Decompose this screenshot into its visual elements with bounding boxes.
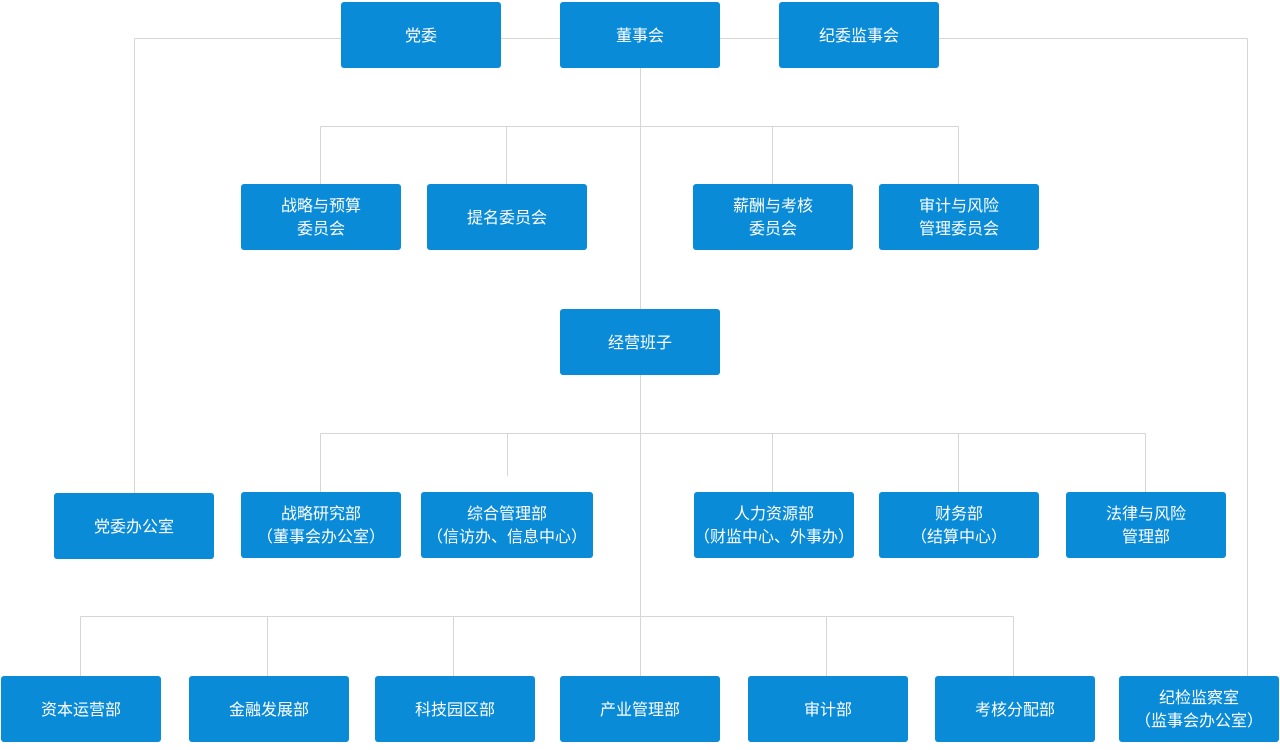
node-audit-risk-committee: 审计与风险 管理委员会 <box>879 184 1039 250</box>
node-label: 党委办公室 <box>93 516 174 536</box>
node-label: 纪委监事会 <box>818 25 899 45</box>
node-label-line2: （信访办、信息中心） <box>426 527 587 546</box>
node-label: 资本运营部 <box>40 699 121 719</box>
node-strategy-research-dept: 战略研究部 （董事会办公室） <box>241 492 401 558</box>
node-label-line2: （结算中心） <box>910 527 1007 546</box>
node-human-resources-dept: 人力资源部 （财监中心、外事办） <box>694 492 854 558</box>
node-audit-dept: 审计部 <box>748 676 908 742</box>
node-general-management-dept: 综合管理部 （信访办、信息中心） <box>421 492 593 558</box>
node-compensation-assessment-committee: 薪酬与考核 委员会 <box>693 184 853 250</box>
node-tech-park-dept: 科技园区部 <box>375 676 535 742</box>
node-label: 审计部 <box>803 699 852 719</box>
node-label: 党委 <box>404 25 437 45</box>
node-management-team: 经营班子 <box>560 309 720 375</box>
node-label-line2: 委员会 <box>296 219 345 238</box>
node-finance-dept: 财务部 （结算中心） <box>879 492 1039 558</box>
node-label-line1: 财务部 <box>934 504 983 523</box>
node-label-line2: （财监中心、外事办） <box>694 527 855 546</box>
node-strategy-budget-committee: 战略与预算 委员会 <box>241 184 401 250</box>
node-label-line2: 委员会 <box>748 219 797 238</box>
node-assessment-distribution-dept: 考核分配部 <box>935 676 1095 742</box>
node-label-line2: 管理部 <box>1121 527 1170 546</box>
node-legal-risk-dept: 法律与风险 管理部 <box>1066 492 1226 558</box>
node-label-line1: 综合管理部 <box>466 504 547 523</box>
node-party-office: 党委办公室 <box>54 493 214 559</box>
node-label: 提名委员会 <box>466 207 547 227</box>
node-label: 金融发展部 <box>228 699 309 719</box>
node-party-committee: 党委 <box>341 2 501 68</box>
node-financial-development-dept: 金融发展部 <box>189 676 349 742</box>
node-label-line1: 人力资源部 <box>733 504 814 523</box>
node-board-of-directors: 董事会 <box>560 2 720 68</box>
node-discipline-inspection-office: 纪检监察室 （监事会办公室） <box>1119 676 1279 742</box>
node-label-line1: 战略研究部 <box>280 504 361 523</box>
node-label: 科技园区部 <box>414 699 495 719</box>
node-label: 经营班子 <box>607 332 672 352</box>
node-label-line1: 审计与风险 <box>918 196 999 215</box>
node-label-line2: 管理委员会 <box>918 219 999 238</box>
node-label-line1: 法律与风险 <box>1105 504 1186 523</box>
node-label: 考核分配部 <box>974 699 1055 719</box>
node-label: 产业管理部 <box>599 699 680 719</box>
node-industry-management-dept: 产业管理部 <box>560 676 720 742</box>
node-label-line2: （董事会办公室） <box>256 527 385 546</box>
node-label-line1: 纪检监察室 <box>1158 688 1239 707</box>
node-nomination-committee: 提名委员会 <box>427 184 587 250</box>
node-label-line1: 薪酬与考核 <box>732 196 813 215</box>
node-label-line1: 战略与预算 <box>280 196 361 215</box>
node-discipline-supervisory-committee: 纪委监事会 <box>779 2 939 68</box>
node-label-line2: （监事会办公室） <box>1134 711 1263 730</box>
node-capital-operations-dept: 资本运营部 <box>1 676 161 742</box>
node-label: 董事会 <box>615 25 664 45</box>
